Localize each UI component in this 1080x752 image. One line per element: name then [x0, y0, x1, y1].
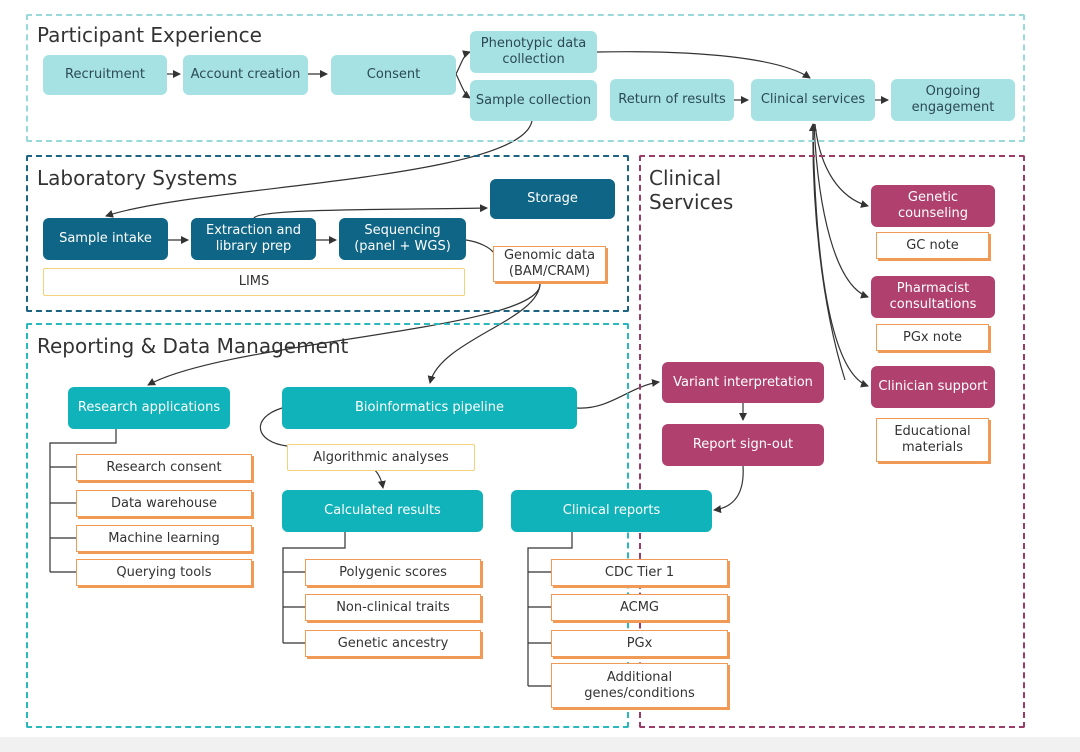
arrow-genomic-research: [147, 282, 541, 386]
note-machine-learning[interactable]: Machine learning: [76, 525, 252, 552]
line-sequencing-genomic: [465, 239, 494, 253]
node-sample-intake[interactable]: Sample intake: [43, 218, 168, 260]
node-genetic-counseling[interactable]: Genetic counseling: [871, 185, 995, 227]
node-sequencing[interactable]: Sequencing (panel + WGS): [339, 218, 466, 260]
node-variant-interpretation[interactable]: Variant interpretation: [662, 362, 824, 403]
arrow-clinical-counseling: [814, 123, 869, 208]
title-clinical-services: Clinical Services: [649, 166, 734, 214]
node-return-of-results[interactable]: Return of results: [610, 79, 734, 121]
node-pharmacist-consultations[interactable]: Pharmacist consultations: [871, 276, 995, 318]
node-phenotypic-data-collection[interactable]: Phenotypic data collection: [470, 31, 597, 73]
node-extraction-library-prep[interactable]: Extraction and library prep: [191, 218, 316, 260]
note-pgx-note[interactable]: PGx note: [876, 324, 989, 351]
note-cdc-tier-1[interactable]: CDC Tier 1: [551, 559, 728, 586]
node-research-applications[interactable]: Research applications: [68, 387, 230, 429]
arrow-phenotypic-clinical: [596, 51, 811, 79]
note-additional-genes-conditions[interactable]: Additional genes/conditions: [551, 663, 728, 708]
note-acmg[interactable]: ACMG: [551, 594, 728, 621]
note-querying-tools[interactable]: Querying tools: [76, 559, 252, 586]
title-participant-experience: Participant Experience: [37, 23, 262, 47]
node-clinical-services[interactable]: Clinical services: [751, 79, 875, 121]
node-ongoing-engagement[interactable]: Ongoing engagement: [891, 79, 1015, 121]
node-storage[interactable]: Storage: [490, 179, 615, 219]
arrow-genomic-bioinformatics: [427, 282, 541, 384]
node-clinician-support[interactable]: Clinician support: [871, 366, 995, 408]
note-educational-materials[interactable]: Educational materials: [876, 418, 989, 462]
line-bioinformatics-algorithmic: [259, 407, 288, 447]
arrow-up-clinical: [808, 123, 846, 381]
node-lims[interactable]: LIMS: [43, 268, 465, 296]
node-calculated-results[interactable]: Calculated results: [282, 490, 483, 532]
arrow-bioinformatics-variant: [576, 378, 660, 409]
bracket-research: [49, 428, 117, 573]
node-algorithmic-analyses[interactable]: Algorithmic analyses: [287, 444, 475, 471]
note-polygenic-scores[interactable]: Polygenic scores: [305, 559, 481, 586]
note-research-consent[interactable]: Research consent: [76, 454, 252, 481]
node-account-creation[interactable]: Account creation: [183, 55, 308, 95]
node-consent[interactable]: Consent: [331, 55, 456, 95]
region-clinical-services: [639, 155, 1025, 728]
arrow-consent-phenotypic: [455, 50, 471, 75]
title-laboratory-systems: Laboratory Systems: [37, 166, 238, 190]
note-data-warehouse[interactable]: Data warehouse: [76, 490, 252, 517]
note-genomic-data[interactable]: Genomic data (BAM/CRAM): [493, 246, 606, 282]
note-gc-note[interactable]: GC note: [876, 232, 989, 259]
title-reporting-data-management: Reporting & Data Management: [37, 334, 349, 358]
arrow-clinical-pharmacist: [813, 123, 869, 299]
bottom-bar: [0, 737, 1080, 752]
arrow-consent-sample: [455, 73, 471, 99]
node-bioinformatics-pipeline[interactable]: Bioinformatics pipeline: [282, 387, 577, 429]
node-sample-collection[interactable]: Sample collection: [470, 80, 597, 121]
node-report-sign-out[interactable]: Report sign-out: [662, 424, 824, 466]
arrow-signout-reports: [713, 465, 744, 514]
region-laboratory-systems: [26, 155, 629, 312]
note-non-clinical-traits[interactable]: Non-clinical traits: [305, 594, 481, 621]
node-recruitment[interactable]: Recruitment: [43, 55, 167, 95]
node-clinical-reports[interactable]: Clinical reports: [511, 490, 712, 532]
arrow-clinical-clinician: [812, 123, 869, 388]
bracket-calculated: [282, 532, 346, 644]
bracket-reports: [527, 532, 573, 687]
note-genetic-ancestry[interactable]: Genetic ancestry: [305, 630, 481, 657]
region-participant-experience: [26, 14, 1025, 142]
note-pgx[interactable]: PGx: [551, 630, 728, 657]
arrow-extraction-storage: [253, 204, 488, 219]
arrow-sample-intake: [105, 120, 533, 218]
